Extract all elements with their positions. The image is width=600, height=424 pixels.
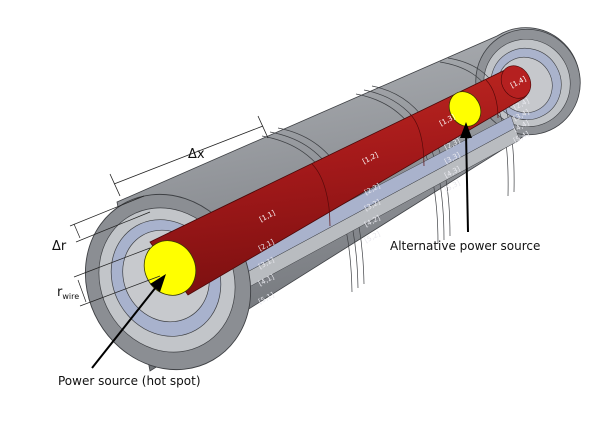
wire-slice-lines	[311, 79, 499, 227]
r-wire-dimension	[73, 247, 161, 307]
arrow-alt-power-source	[460, 122, 472, 233]
power-source-label: Power source (hot spot)	[58, 374, 201, 388]
wire-far-end	[500, 65, 532, 99]
delta-r-label: Δr	[52, 239, 67, 254]
arrow-power-source	[91, 274, 166, 369]
delta-x-label: Δx	[188, 147, 205, 162]
hot-spot-far	[448, 91, 482, 127]
alt-power-source-label: Alternative power source	[390, 239, 540, 253]
delta-x-dimension	[109, 115, 269, 197]
r-wire-label: rwire	[57, 285, 79, 301]
delta-r-dimension	[69, 195, 151, 243]
